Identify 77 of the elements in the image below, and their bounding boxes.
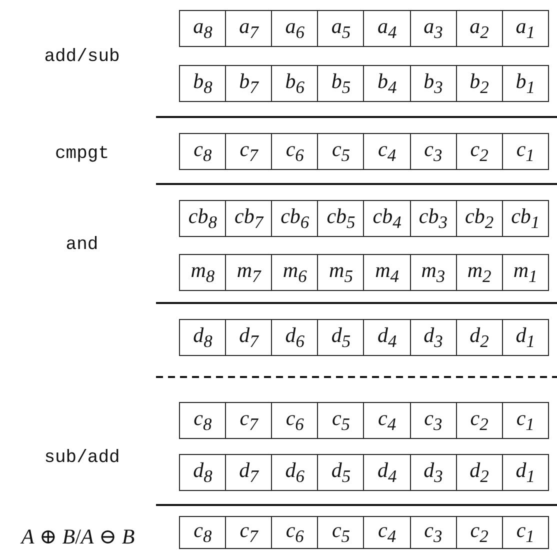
register-cell: d$_{5}$ bbox=[317, 319, 365, 356]
register-cell: d$_{3}$ bbox=[410, 319, 457, 356]
register-cell: c$_{5}$ bbox=[317, 516, 365, 549]
register-cell: a$_{5}$ bbox=[317, 10, 365, 47]
register-cell: d$_{6}$ bbox=[271, 319, 319, 356]
register-cell: cb$_{5}$ bbox=[317, 200, 365, 237]
register-cell: m$_{7}$ bbox=[225, 254, 272, 291]
register-cell: m$_{1}$ bbox=[502, 254, 550, 291]
register-cell: c$_{3}$ bbox=[410, 516, 457, 549]
register-cell: d$_{4}$ bbox=[363, 454, 411, 491]
register-cell: a$_{6}$ bbox=[271, 10, 319, 47]
register-cell: c$_{1}$ bbox=[502, 402, 550, 439]
register-cell: c$_{2}$ bbox=[456, 516, 503, 549]
register-cell: b$_{2}$ bbox=[456, 65, 503, 102]
register-cell: d$_{6}$ bbox=[271, 454, 319, 491]
register-cell: b$_{5}$ bbox=[317, 65, 365, 102]
register-cell: a$_{4}$ bbox=[363, 10, 411, 47]
register-cell: c$_{2}$ bbox=[456, 402, 503, 439]
register-cell: d$_{8}$ bbox=[179, 454, 226, 491]
register-cell: c$_{4}$ bbox=[363, 133, 411, 170]
register-cell: d$_{1}$ bbox=[502, 319, 550, 356]
register-cell: cb$_{6}$ bbox=[271, 200, 319, 237]
register-cell: a$_{3}$ bbox=[410, 10, 457, 47]
operation-label: sub/add bbox=[44, 448, 120, 468]
register-cell: c$_{6}$ bbox=[271, 402, 319, 439]
register-cell: cb$_{1}$ bbox=[502, 200, 550, 237]
register-cell: c$_{7}$ bbox=[225, 402, 272, 439]
register-cell: c$_{1}$ bbox=[502, 133, 550, 170]
operation-label: and bbox=[66, 235, 98, 255]
register-cell: m$_{8}$ bbox=[179, 254, 226, 291]
register-cell: c$_{4}$ bbox=[363, 516, 411, 549]
register-cell: c$_{6}$ bbox=[271, 133, 319, 170]
register-cell: c$_{8}$ bbox=[179, 516, 226, 549]
register-cell: cb$_{4}$ bbox=[363, 200, 411, 237]
register-cell: c$_{7}$ bbox=[225, 516, 272, 549]
register-cell: b$_{7}$ bbox=[225, 65, 272, 102]
register-cell: d$_{3}$ bbox=[410, 454, 457, 491]
register-cell: a$_{7}$ bbox=[225, 10, 272, 47]
register-cell: c$_{6}$ bbox=[271, 516, 319, 549]
register-cell: c$_{8}$ bbox=[179, 133, 226, 170]
register-cell: d$_{7}$ bbox=[225, 319, 272, 356]
register-cell: b$_{3}$ bbox=[410, 65, 457, 102]
register-cell: d$_{2}$ bbox=[456, 319, 503, 356]
register-cell: c$_{5}$ bbox=[317, 402, 365, 439]
register-cell: b$_{8}$ bbox=[179, 65, 226, 102]
register-cell: d$_{1}$ bbox=[502, 454, 550, 491]
register-cell: c$_{3}$ bbox=[410, 133, 457, 170]
formula-label: A ⊕ B/A ⊖ B bbox=[21, 524, 135, 550]
register-cell: m$_{5}$ bbox=[317, 254, 365, 291]
register-cell: d$_{2}$ bbox=[456, 454, 503, 491]
register-cell: c$_{1}$ bbox=[502, 516, 550, 549]
register-cell: b$_{4}$ bbox=[363, 65, 411, 102]
register-cell: cb$_{8}$ bbox=[179, 200, 226, 237]
register-cell: a$_{2}$ bbox=[456, 10, 503, 47]
register-cell: c$_{5}$ bbox=[317, 133, 365, 170]
register-cell: d$_{4}$ bbox=[363, 319, 411, 356]
register-cell: m$_{4}$ bbox=[363, 254, 411, 291]
register-cell: c$_{3}$ bbox=[410, 402, 457, 439]
register-cell: c$_{8}$ bbox=[179, 402, 226, 439]
register-cell: a$_{8}$ bbox=[179, 10, 226, 47]
register-cell: c$_{7}$ bbox=[225, 133, 272, 170]
register-cell: b$_{6}$ bbox=[271, 65, 319, 102]
operation-label: cmpgt bbox=[55, 144, 109, 164]
register-cell: b$_{1}$ bbox=[502, 65, 550, 102]
register-cell: d$_{7}$ bbox=[225, 454, 272, 491]
register-cell: c$_{4}$ bbox=[363, 402, 411, 439]
register-cell: m$_{3}$ bbox=[410, 254, 457, 291]
operation-label: add/sub bbox=[44, 47, 120, 67]
register-cell: m$_{6}$ bbox=[271, 254, 319, 291]
register-cell: m$_{2}$ bbox=[456, 254, 503, 291]
register-cell: c$_{2}$ bbox=[456, 133, 503, 170]
register-cell: d$_{5}$ bbox=[317, 454, 365, 491]
register-cell: d$_{8}$ bbox=[179, 319, 226, 356]
register-cell: a$_{1}$ bbox=[502, 10, 550, 47]
register-cell: cb$_{3}$ bbox=[410, 200, 457, 237]
register-cell: cb$_{7}$ bbox=[225, 200, 272, 237]
register-cell: cb$_{2}$ bbox=[456, 200, 503, 237]
